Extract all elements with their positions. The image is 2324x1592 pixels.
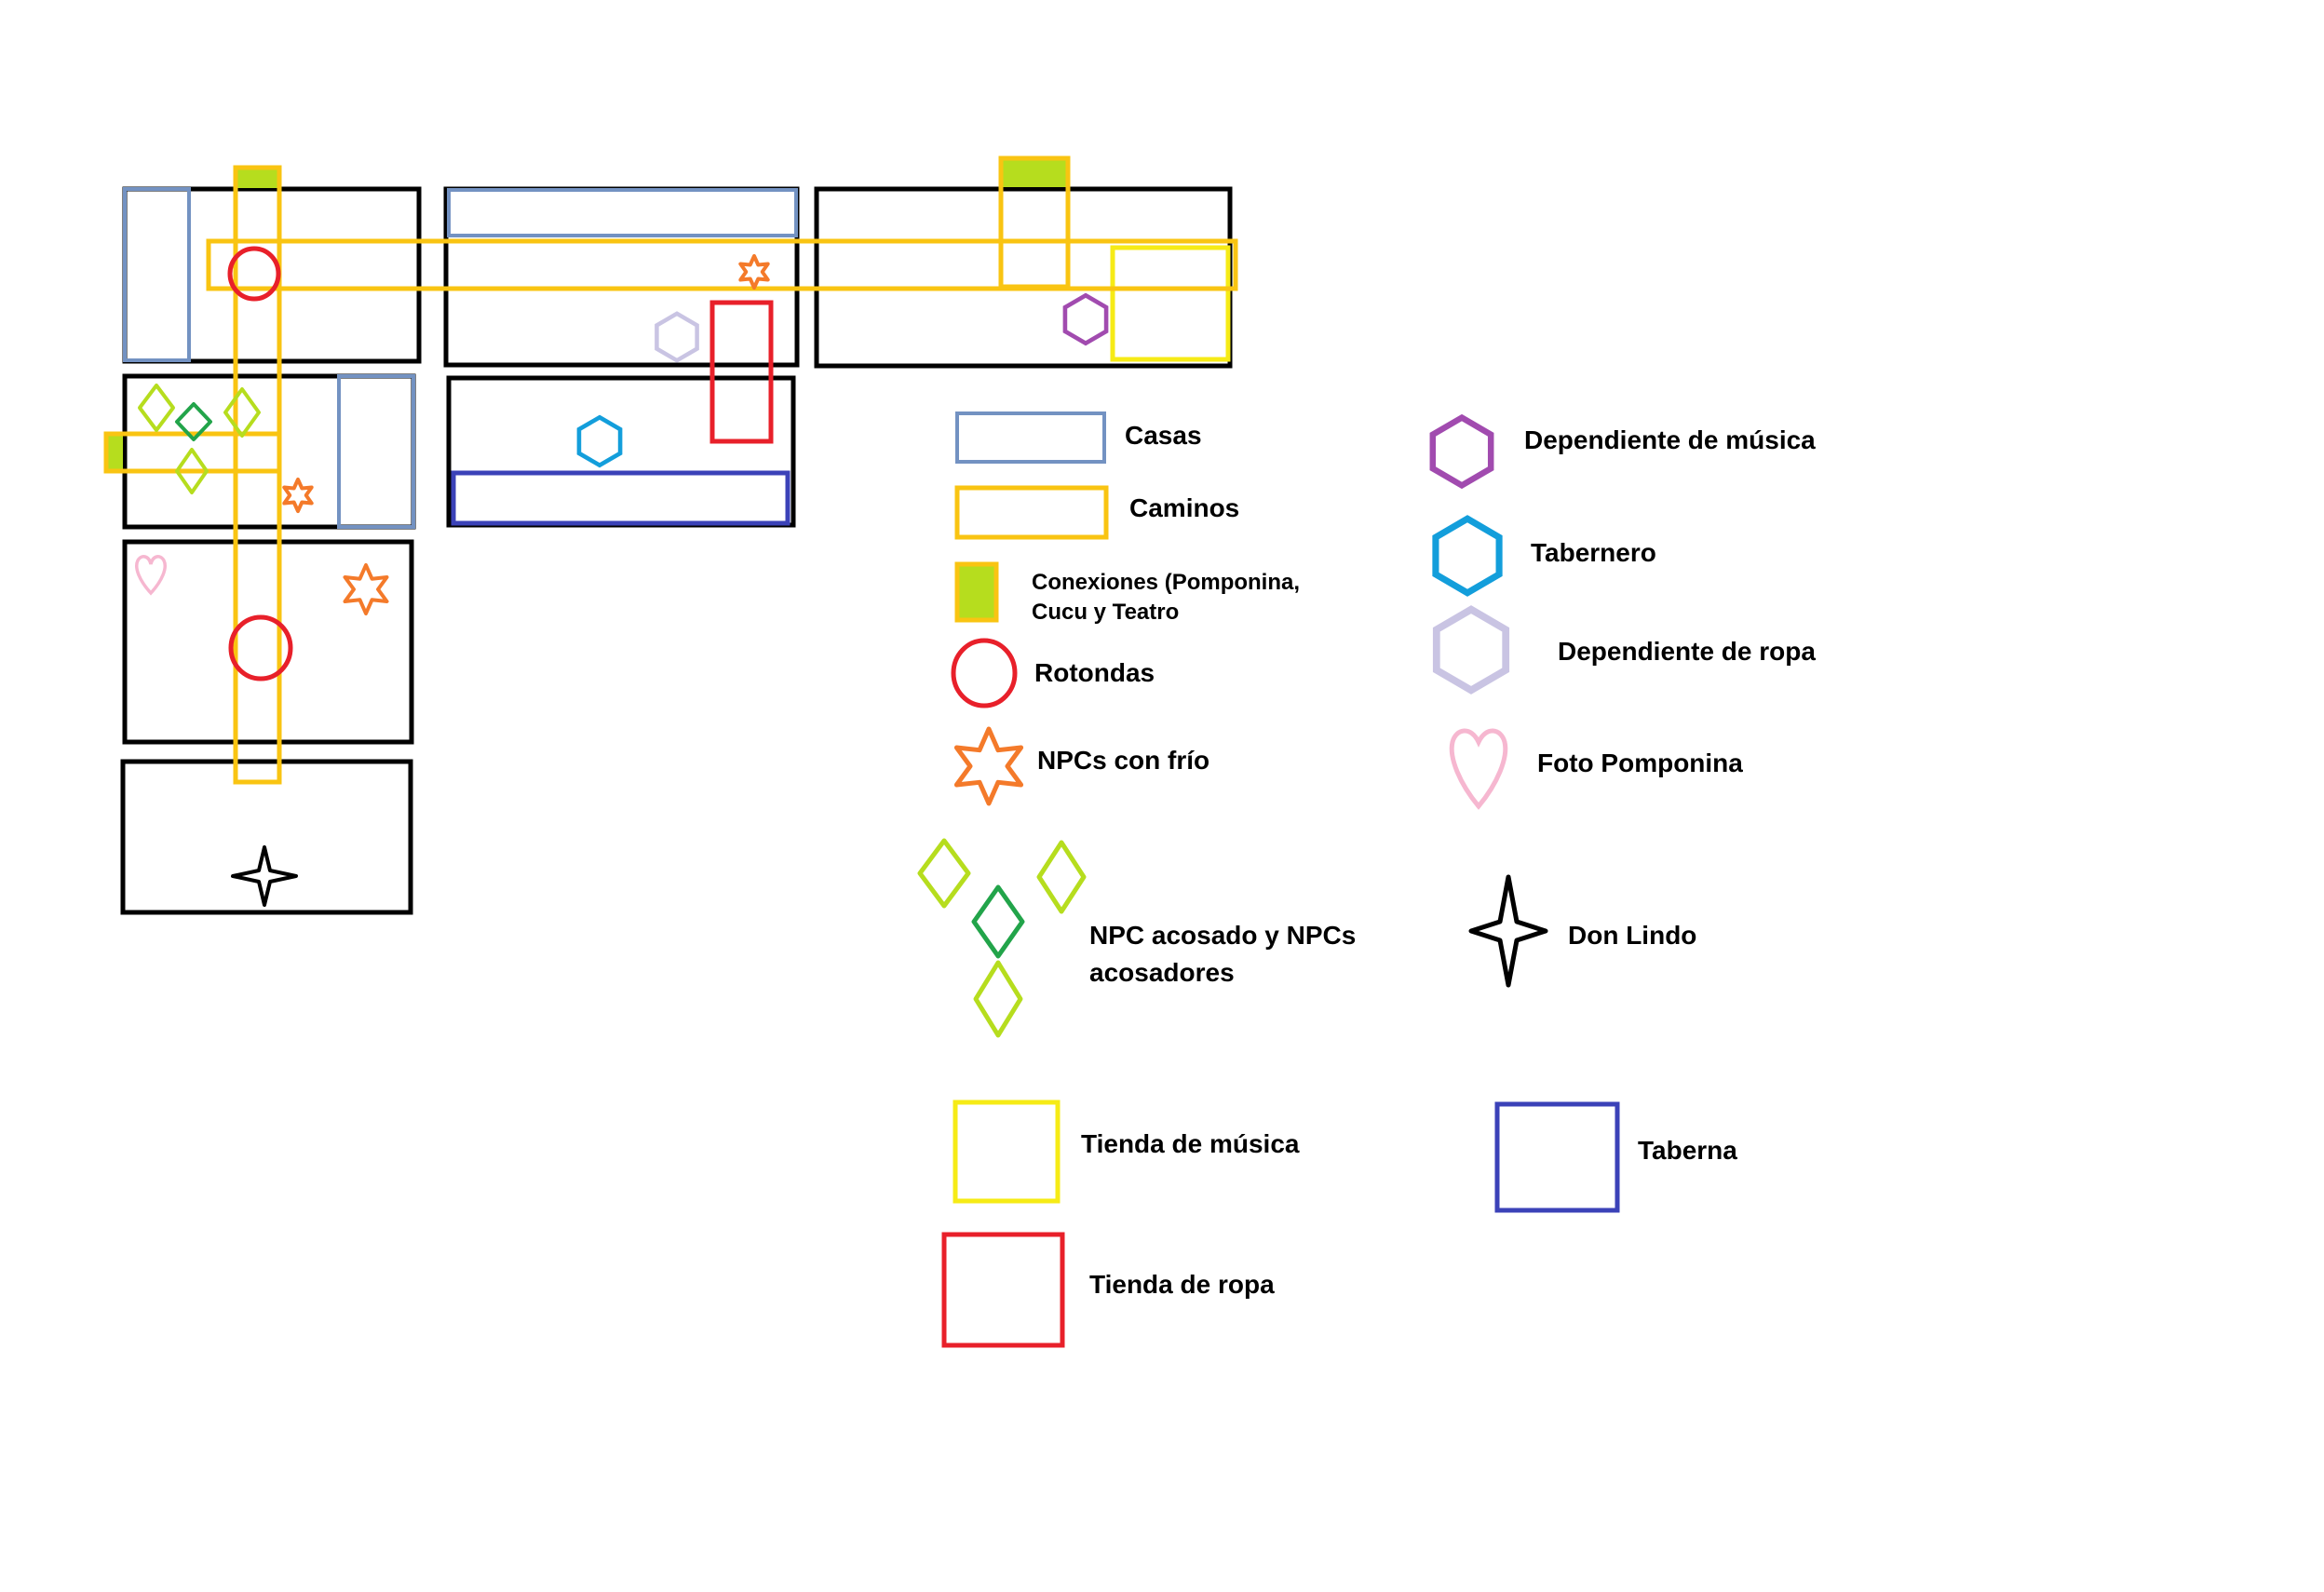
town-map	[103, 155, 1238, 915]
legend-item-tienda-musica: Tienda de música	[953, 1100, 1300, 1204]
rotondas-group	[227, 246, 293, 681]
diamond-icon-center	[971, 884, 1025, 959]
legend: Casas Caminos Conexiones (Pomponina, Cuc…	[917, 411, 1816, 1348]
legend-label-dependiente-ropa: Dependiente de ropa	[1558, 637, 1816, 666]
four-point-star-icon	[1468, 874, 1548, 988]
camino-vertical-right	[998, 155, 1071, 290]
dependiente-de-musica-marker	[1065, 295, 1106, 344]
npcs-frio-group	[282, 254, 770, 615]
legend-label-taberna: Taberna	[1638, 1136, 1737, 1165]
tienda-ropa-swatch-icon	[941, 1232, 1065, 1348]
legend-item-tienda-ropa: Tienda de ropa	[941, 1232, 1275, 1348]
legend-label-npcs-frio: NPCs con frío	[1037, 746, 1209, 775]
dependiente-de-ropa-marker	[656, 314, 696, 360]
six-point-star-icon	[953, 726, 1024, 806]
legend-label-tienda-ropa: Tienda de ropa	[1089, 1270, 1275, 1299]
rotonda-bottom	[228, 614, 293, 681]
npc-frio-top	[738, 254, 770, 290]
legend-label-rotondas: Rotondas	[1034, 658, 1155, 687]
don-lindo-marker	[231, 845, 298, 907]
legend-label-don-lindo: Don Lindo	[1568, 921, 1696, 950]
legend-item-taberna: Taberna	[1494, 1101, 1737, 1213]
legend-label-npc-acosado-line1: NPC acosado y NPCs	[1089, 921, 1356, 950]
rotonda-top	[227, 246, 281, 302]
legend-item-dependiente-musica: Dependiente de música	[1433, 418, 1816, 486]
diamond-icon-bottom	[973, 960, 1023, 1038]
hexagon-blue-icon	[1436, 519, 1499, 593]
heart-icon	[1449, 728, 1508, 810]
conexion-top-left	[236, 168, 279, 188]
casa-top-middle	[447, 188, 798, 237]
legend-label-casas: Casas	[1125, 421, 1202, 450]
legend-label-tienda-musica: Tienda de música	[1081, 1129, 1300, 1158]
legend-label-tabernero: Tabernero	[1531, 538, 1656, 567]
hexagon-lavender-icon	[1437, 610, 1506, 691]
npc-acosado	[175, 402, 212, 441]
camino-horizontal-main	[206, 238, 1238, 291]
legend-item-casas: Casas	[955, 411, 1202, 464]
npc-acosador-1	[138, 384, 175, 432]
conexion-top-right	[1001, 158, 1068, 187]
camino-vertical-main	[233, 165, 282, 785]
npc-frio-bottom	[343, 563, 389, 615]
conexiones-group	[106, 158, 1068, 471]
block-top-left	[122, 186, 422, 364]
legend-item-conexiones: Conexiones (Pomponina, Cucu y Teatro	[954, 561, 1300, 625]
diamond-icon-right	[1036, 840, 1087, 914]
conexiones-swatch-icon	[954, 561, 999, 623]
tabernero-marker	[579, 417, 620, 465]
npc-acosador-3	[175, 448, 209, 494]
rotonda-circle-icon	[951, 638, 1018, 708]
block-top-right	[814, 186, 1233, 369]
npc-acosador-2	[223, 387, 261, 438]
legend-label-conexiones-line1: Conexiones (Pomponina,	[1032, 570, 1300, 595]
block-bottom-left	[120, 759, 413, 915]
caminos-swatch-icon	[954, 485, 1109, 540]
casas-swatch-icon	[955, 411, 1106, 464]
legend-item-tabernero: Tabernero	[1436, 519, 1656, 593]
caminos-group	[103, 155, 1238, 785]
casa-second-left	[337, 374, 415, 529]
npc-frio-middle	[282, 478, 314, 513]
legend-item-rotondas: Rotondas	[951, 638, 1155, 708]
taberna-swatch-icon	[1494, 1101, 1620, 1213]
taberna	[451, 470, 790, 526]
conexion-left	[106, 434, 123, 471]
legend-label-caminos: Caminos	[1129, 493, 1239, 522]
tienda-de-ropa	[709, 300, 774, 444]
diamond-icon-left	[917, 838, 971, 909]
legend-item-foto-pomponina: Foto Pomponina	[1449, 728, 1743, 810]
casas-group	[123, 187, 798, 529]
legend-item-npcs-frio: NPCs con frío	[953, 726, 1209, 806]
legend-item-dependiente-ropa: Dependiente de ropa	[1437, 610, 1816, 691]
block-third-left	[122, 539, 414, 745]
foto-pomponina-marker	[135, 555, 167, 596]
camino-horizontal-left	[103, 431, 282, 474]
legend-label-foto-pomponina: Foto Pomponina	[1537, 749, 1743, 777]
tienda-musica-swatch-icon	[953, 1100, 1061, 1204]
npcs-acoso-group	[138, 384, 261, 494]
tienda-de-musica	[1110, 245, 1231, 362]
legend-label-npc-acosado-line2: acosadores	[1089, 958, 1235, 987]
casa-top-left	[123, 187, 191, 362]
legend-item-caminos: Caminos	[954, 485, 1239, 540]
legend-label-conexiones-line2: Cucu y Teatro	[1032, 600, 1179, 625]
legend-label-dependiente-musica: Dependiente de música	[1524, 425, 1816, 454]
hexagon-purple-icon	[1433, 418, 1491, 486]
legend-item-npc-acosado: NPC acosado y NPCs acosadores	[917, 838, 1356, 1038]
building-blocks	[120, 186, 1233, 915]
legend-item-don-lindo: Don Lindo	[1468, 874, 1696, 988]
